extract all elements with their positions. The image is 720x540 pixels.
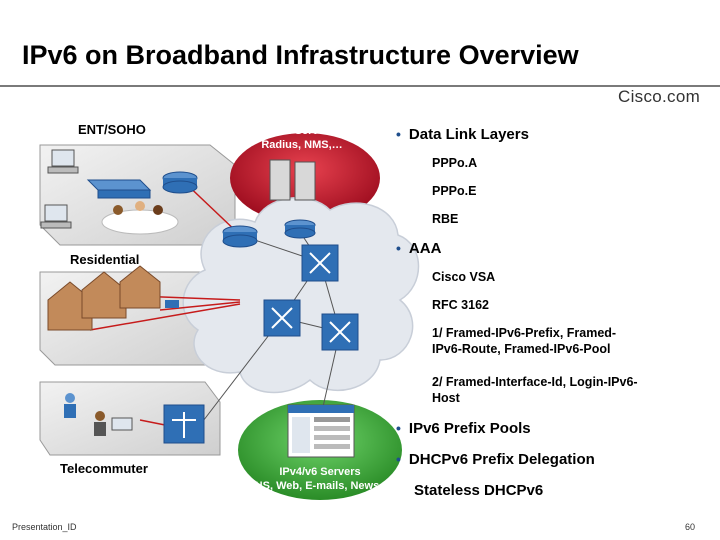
telecommuter-label: Telecommuter [60,461,148,476]
modem-icon [165,300,179,308]
ipv4-servers-list: Radius, NMS,… [261,139,343,151]
bullet-data-link: •Data Link Layers [396,126,529,143]
access-router-icon [163,404,205,444]
sub-rfc: RFC 3162 [432,298,489,312]
bullet-dhcp-pd-text: DHCPv6 Prefix Delegation [408,451,595,468]
core-switch-icon [321,313,359,351]
sub-framed: 1/ Framed-IPv6-Prefix, Framed- IPv6-Rout… [432,325,616,357]
sub-framed-line2: IPv6-Route, Framed-IPv6-Pool [432,342,611,356]
bullet-aaa-text: AAA [408,240,442,257]
computer-icon [47,149,79,174]
bullet-aaa: •AAA [396,240,442,257]
ipv4-servers-title: IPv4 Servers [268,125,336,137]
residential-label: Residential [70,252,140,267]
router-icon [162,171,198,194]
sub-cisco-vsa: Cisco VSA [432,270,496,284]
computer-icon [40,204,72,229]
stateless-dhcp: Stateless DHCPv6 [414,482,544,499]
ent-soho-label: ENT/SOHO [78,122,146,137]
telecommuter-people-icon [64,393,133,436]
sub-rbe: RBE [432,212,459,226]
sub-framed-line1: 1/ Framed-IPv6-Prefix, Framed- [432,326,617,340]
ipv4-servers-label: IPv4 Servers Radius, NMS,… [243,124,361,152]
dual-servers-title: IPv4/v6 Servers [279,466,361,478]
server-router-icon [284,219,316,239]
bullet-data-link-text: Data Link Layers [408,126,529,143]
title-divider [0,85,720,87]
page-title: IPv6 on Broadband Infrastructure Overvie… [22,40,579,70]
server-tower-icon [269,159,316,201]
cisco-logo: Cisco.com [618,87,701,106]
sub-interface-line1: 2/ Framed-Interface-Id, Login-IPv6- [432,375,638,389]
core-switch-icon [263,299,301,337]
sub-interface: 2/ Framed-Interface-Id, Login-IPv6- Host [432,374,638,406]
core-switch-icon [301,244,339,282]
sub-pppoe: PPPo.E [432,184,477,198]
switch-icon [86,179,152,199]
page-number: 60 [685,522,696,532]
dual-servers-list: DNS, Web, E-mails, News,… [246,480,394,492]
sub-interface-line2: Host [432,391,460,405]
edge-router-icon [222,225,258,248]
bullet-prefix-pools: •IPv6 Prefix Pools [396,420,531,437]
bullet-prefix-pools-text: IPv6 Prefix Pools [408,420,531,437]
footer-presentation-id: Presentation_ID [12,522,77,532]
bullet-dhcp-pd: •DHCPv6 Prefix Delegation [396,451,595,468]
house-icon [47,265,161,331]
meeting-people-icon [101,201,179,235]
web-page-icon [287,404,355,458]
sub-pppoa: PPPo.A [432,156,478,170]
dual-servers-label: IPv4/v6 Servers DNS, Web, E-mails, News,… [230,465,410,493]
